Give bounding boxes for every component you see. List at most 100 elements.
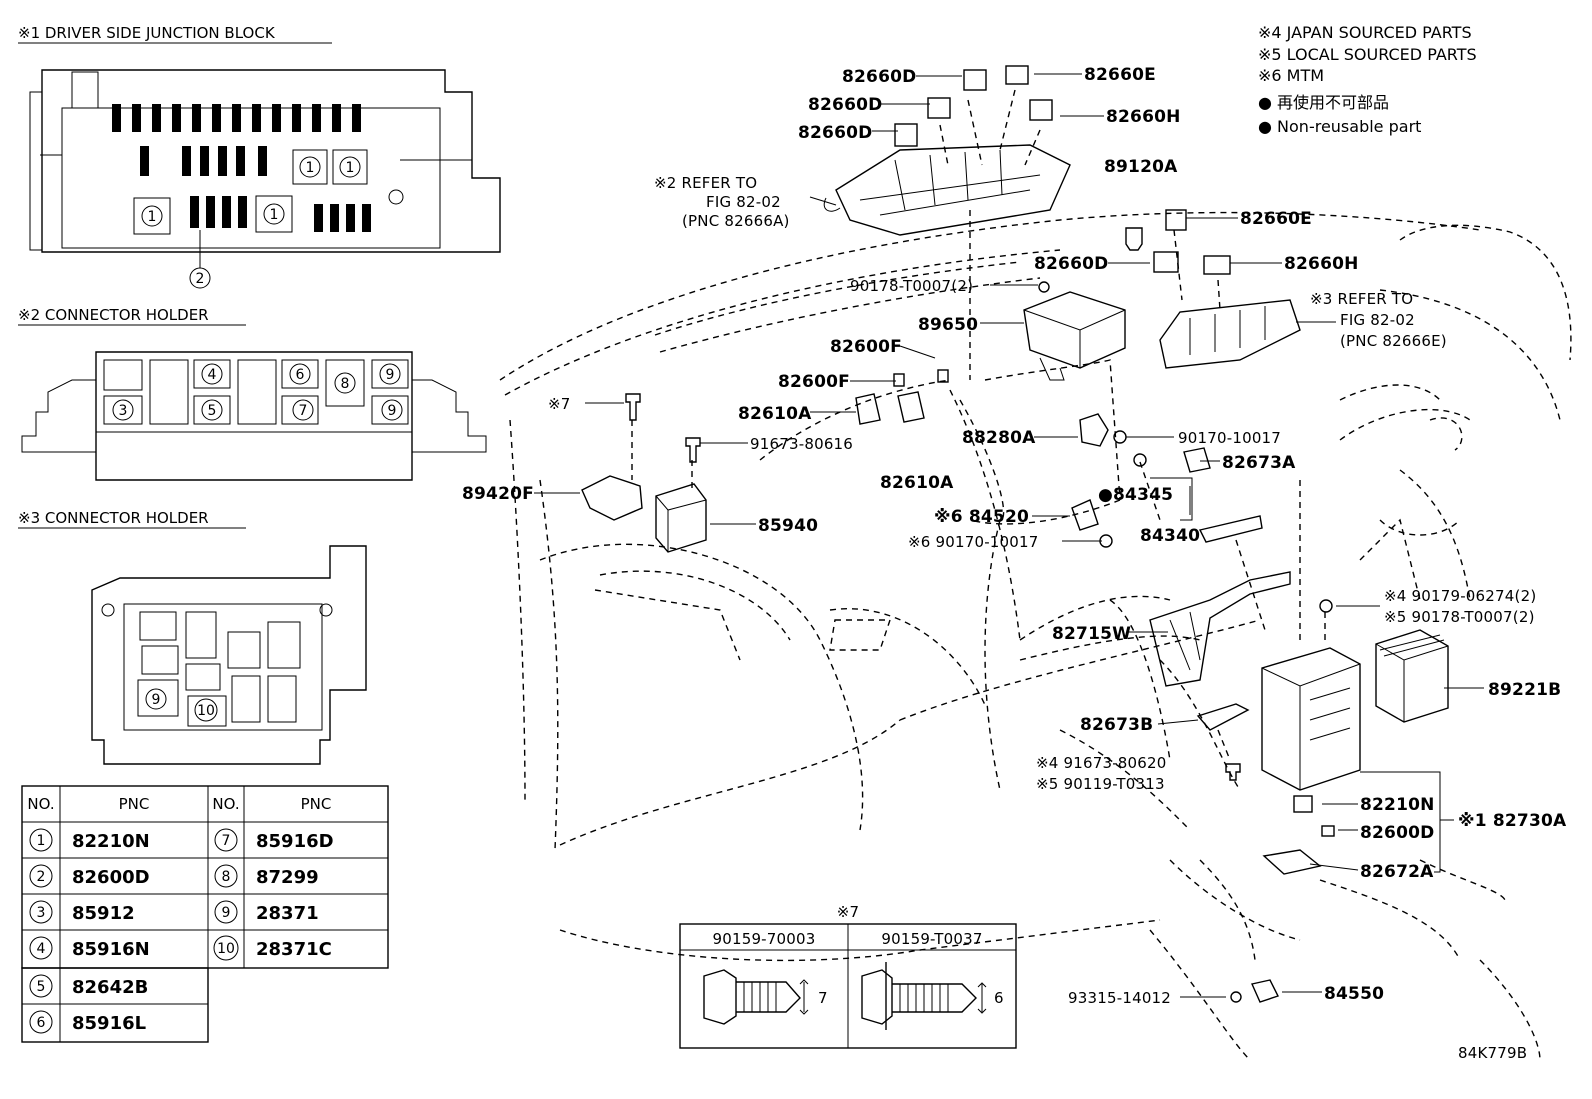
svg-text:4: 4	[208, 367, 217, 383]
bolt-table-ref: ※7	[837, 903, 860, 921]
bolt-91673-80620	[1225, 763, 1241, 781]
sensor-89120a	[1125, 227, 1143, 251]
svg-text:1: 1	[148, 209, 157, 225]
label-82610a: 82610A	[880, 473, 954, 493]
junction-block-inset: ※1 DRIVER SIDE JUNCTION BLOCK	[18, 24, 501, 289]
label-82730a: ※1 82730A	[1458, 811, 1567, 831]
label-91673-80616: 91673-80616	[750, 435, 853, 453]
row-pnc: 82210N	[72, 831, 150, 852]
label-82660e: 82660E	[1240, 209, 1312, 229]
junction-block-82730a	[1261, 647, 1361, 791]
legend: ※4 JAPAN SOURCED PARTS ※5 LOCAL SOURCED …	[1258, 23, 1477, 136]
connector-82660d	[963, 69, 987, 91]
connector-82660h	[1203, 255, 1231, 275]
label-89120a: 89120A	[1104, 157, 1178, 177]
label-82660d: 82660D	[842, 67, 916, 87]
connector-82660d	[927, 97, 951, 119]
bracket-82715w	[1149, 571, 1291, 687]
row-pnc: 85912	[72, 903, 135, 924]
bolt-t0037-icon	[861, 969, 893, 1025]
svg-text:1: 1	[306, 160, 315, 176]
label-84345: ●84345	[1098, 485, 1173, 505]
row-no: 3	[37, 905, 46, 921]
bolt-70003-icon	[703, 969, 737, 1025]
row-pnc: 28371C	[256, 939, 332, 960]
sensor-88280a	[1079, 413, 1109, 447]
row-no: 8	[222, 869, 231, 885]
row-no: 2	[37, 869, 46, 885]
col-pnc-header: PNC	[301, 795, 332, 813]
legend-mtm: ※6 MTM	[1258, 66, 1324, 85]
label-91673-80620: ※4 91673-80620	[1036, 754, 1167, 772]
label-84340: 84340	[1140, 526, 1200, 546]
airbag-ecu-89650	[1023, 291, 1126, 369]
row-no: 5	[37, 979, 46, 995]
connector-82660e	[1165, 209, 1187, 231]
parts	[581, 65, 1449, 1003]
svg-text:1: 1	[270, 207, 279, 223]
label-90119-t0313: ※5 90119-T0313	[1036, 775, 1165, 793]
label-88280a: 88280A	[962, 428, 1036, 448]
junction-block-title: ※1 DRIVER SIDE JUNCTION BLOCK	[18, 24, 276, 42]
bolt-91673-80616	[685, 437, 701, 463]
dashboard-outline	[499, 211, 1572, 1061]
legend-non-reusable-jp: ● 再使用不可部品	[1258, 93, 1389, 112]
bolt-ref7	[625, 393, 641, 421]
row-pnc: 85916L	[72, 1013, 146, 1034]
row-no: 4	[37, 941, 46, 957]
connector-82610a	[897, 391, 925, 423]
assembly-axes	[631, 89, 1326, 761]
connector-holder-2-title: ※2 CONNECTOR HOLDER	[18, 306, 209, 324]
cover-82672a	[1262, 849, 1322, 875]
row-pnc: 85916D	[256, 831, 334, 852]
module-85940	[655, 483, 707, 553]
connector-82660d	[1153, 251, 1179, 273]
row-pnc: 28371	[256, 903, 319, 924]
connector-82610a	[855, 393, 881, 425]
row-no: 1	[37, 833, 46, 849]
label-ref2-line2: FIG 82-02	[706, 193, 781, 211]
legend-japan: ※4 JAPAN SOURCED PARTS	[1258, 23, 1472, 42]
label-82600d: 82600D	[1360, 823, 1434, 843]
label-89221b: 89221B	[1488, 680, 1561, 700]
label-82672a: 82672A	[1360, 862, 1434, 882]
svg-text:1: 1	[346, 160, 355, 176]
label-89650: 89650	[918, 315, 978, 335]
bolt-right-dim: 6	[994, 989, 1004, 1007]
label-90178-t0007: 90178-T0007(2)	[850, 277, 973, 295]
row-pnc: 85916N	[72, 939, 150, 960]
bracket-82673b	[1196, 703, 1250, 731]
label-82600f: 82600F	[830, 337, 902, 357]
label-84550: 84550	[1324, 984, 1384, 1004]
label-93315-14012: 93315-14012	[1068, 989, 1171, 1007]
connector-holder-2-inset: ※2 CONNECTOR HOLDER 4 3 5 6 7 8 9 9	[18, 306, 487, 481]
label-82610a: 82610A	[738, 404, 812, 424]
label-84520: ※6 84520	[934, 507, 1029, 527]
row-no: 6	[37, 1015, 46, 1031]
svg-text:10: 10	[197, 703, 215, 719]
pnc-table: NO. PNC NO. PNC 1 82210N 2 82600D 3 8591…	[21, 785, 389, 1043]
svg-text:9: 9	[388, 403, 397, 419]
label-90178-t0007-local: ※5 90178-T0007(2)	[1384, 608, 1535, 626]
label-ref3-line3: (PNC 82666E)	[1340, 332, 1447, 350]
relay-82210n	[1293, 795, 1313, 813]
svg-text:9: 9	[152, 692, 161, 708]
svg-text:6: 6	[296, 367, 305, 383]
sensor-89420f	[581, 475, 643, 521]
part-labels: 82660D 82660E 82660D 82660H 82660D ※2 RE…	[462, 65, 1567, 1062]
label-90170-10017-mtm: ※6 90170-10017	[908, 533, 1039, 551]
svg-text:9: 9	[386, 367, 395, 383]
label-85940: 85940	[758, 516, 818, 536]
fuse-slots	[112, 104, 371, 232]
label-90179-06274: ※4 90179-06274(2)	[1384, 587, 1536, 605]
legend-local: ※5 LOCAL SOURCED PARTS	[1258, 45, 1477, 64]
connector-holder-3-inset: ※3 CONNECTOR HOLDER 9 10	[18, 509, 367, 765]
col-no-header: NO.	[212, 795, 239, 813]
label-82673b: 82673B	[1080, 715, 1153, 735]
label-ref2-line3: (PNC 82666A)	[682, 212, 790, 230]
legend-non-reusable: ● Non-reusable part	[1258, 117, 1421, 136]
switch-84520	[1071, 499, 1099, 531]
connector-82660h	[1029, 99, 1053, 121]
label-82660d: 82660D	[808, 95, 882, 115]
label-82660e: 82660E	[1084, 65, 1156, 85]
